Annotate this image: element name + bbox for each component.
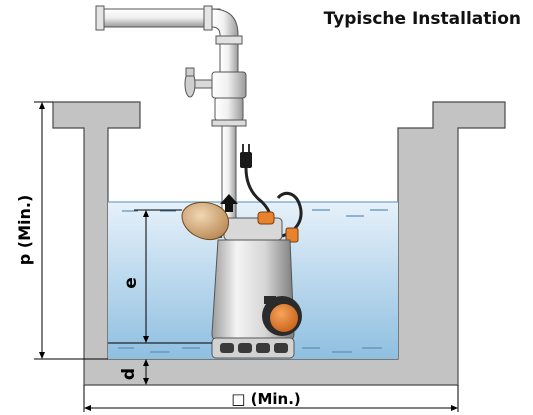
pipe-vertical-upper (219, 41, 239, 73)
dimension-label-width: □ (Min.) (231, 390, 301, 408)
valve-body (211, 71, 247, 99)
arrowhead (143, 210, 149, 217)
pump-intake-slots (220, 343, 288, 353)
dimension-label-d: d (119, 368, 139, 380)
arrowhead (143, 359, 149, 366)
valve-top-nut (185, 67, 195, 77)
float-switch-upper (181, 201, 229, 240)
pipe-coupling-lower (211, 119, 247, 127)
dimension-label-p: p (Min.) (15, 195, 34, 266)
arrowhead (39, 102, 45, 109)
pipe-joint (203, 5, 213, 31)
pump-base (211, 337, 295, 359)
square-symbol: □ (231, 390, 245, 408)
pipe-end-cap (95, 5, 105, 31)
sump-walls (52, 101, 506, 386)
water-ripples (118, 209, 388, 353)
arrowhead (143, 336, 149, 343)
dimension-lines (34, 101, 459, 412)
arrowhead (84, 405, 91, 411)
sump-wall (52, 101, 506, 386)
pump-clip (285, 227, 299, 243)
arrowhead (39, 352, 45, 359)
flow-direction-arrow-icon (220, 194, 238, 212)
diagram-title: Typische Installation (323, 9, 521, 29)
arrowhead (451, 405, 458, 411)
plug-body (240, 152, 252, 168)
dimension-label-e: e (121, 277, 141, 289)
arrowhead (143, 378, 149, 385)
pump-handle-clip (257, 211, 275, 225)
dimension-arrows (39, 102, 458, 411)
discharge-pipe (95, 5, 247, 221)
pipe-horizontal (97, 8, 221, 28)
float-switches (181, 201, 302, 336)
width-label-text: (Min.) (251, 390, 301, 408)
float-switch-lower (262, 296, 302, 336)
pipe-coupling (215, 35, 243, 45)
check-valve (214, 97, 244, 121)
